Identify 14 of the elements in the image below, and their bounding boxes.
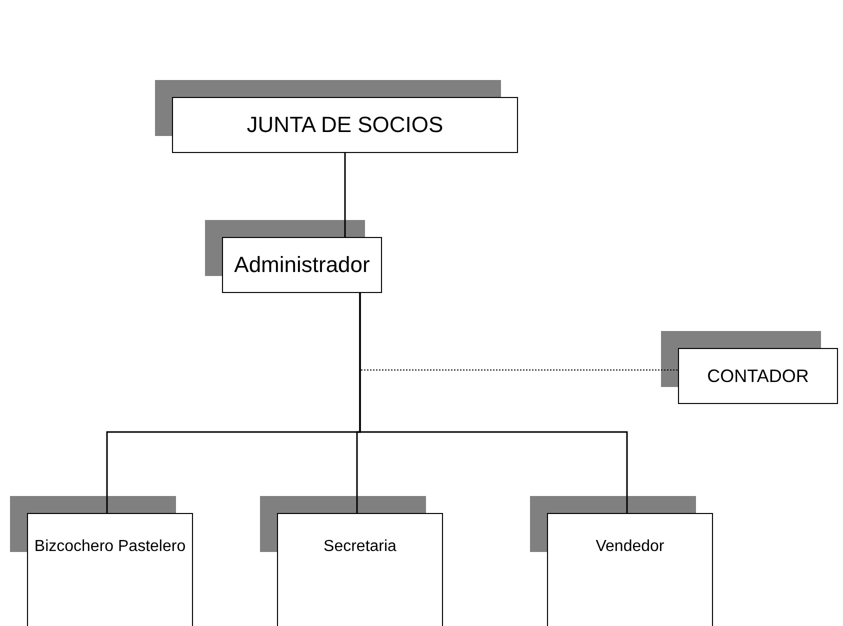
role-label: Administrador xyxy=(233,251,371,279)
role-label: CONTADOR xyxy=(706,365,810,388)
org-box xyxy=(27,513,193,626)
org-box xyxy=(678,348,838,404)
role-label: Vendedor xyxy=(594,537,666,557)
org-box xyxy=(222,237,382,293)
role-label: JUNTA DE SOCIOS xyxy=(246,111,444,139)
org-box xyxy=(547,513,713,626)
role-label: Bizcochero Pastelero xyxy=(33,537,187,557)
org-box xyxy=(172,97,518,153)
connector-line xyxy=(344,153,346,237)
connector-line xyxy=(359,293,628,513)
org-box xyxy=(277,513,443,626)
role-label: Secretaria xyxy=(322,537,398,557)
